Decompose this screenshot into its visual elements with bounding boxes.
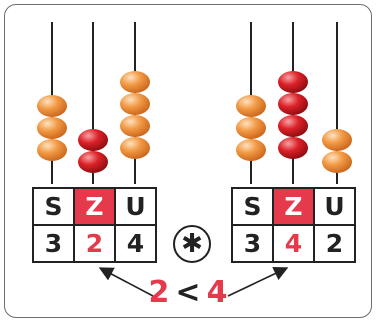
digit-cell-z: 4 bbox=[272, 224, 315, 263]
bead-orange bbox=[120, 137, 150, 159]
header-cell-z: Z bbox=[73, 187, 116, 226]
bead-orange bbox=[37, 95, 67, 117]
bead-orange bbox=[236, 95, 266, 117]
bead-orange bbox=[236, 139, 266, 161]
comparison-symbol-circle: ✱ bbox=[173, 225, 211, 263]
comparison-left-number: 2 bbox=[148, 275, 170, 310]
right-abacus bbox=[236, 22, 352, 184]
place-value-table-left: S Z U 3 2 4 bbox=[32, 187, 157, 263]
bead-red bbox=[278, 93, 308, 115]
header-cell-z: Z bbox=[272, 187, 315, 226]
bead-orange bbox=[120, 115, 150, 137]
left-abacus bbox=[37, 22, 150, 184]
arrow-right bbox=[227, 267, 289, 297]
bead-orange bbox=[120, 71, 150, 93]
bead-red bbox=[278, 137, 308, 159]
bead-red bbox=[278, 71, 308, 93]
comparison-operator: < bbox=[175, 275, 201, 310]
digit-row: 3 4 2 bbox=[231, 224, 356, 263]
bead-orange bbox=[120, 93, 150, 115]
bead-orange bbox=[37, 139, 67, 161]
header-cell-u: U bbox=[114, 187, 157, 226]
bead-orange bbox=[322, 129, 352, 151]
header-cell-s: S bbox=[231, 187, 274, 226]
bead-red bbox=[278, 115, 308, 137]
digit-row: 3 2 4 bbox=[32, 224, 157, 263]
exercise-frame bbox=[4, 4, 372, 318]
digit-cell-z: 2 bbox=[73, 224, 116, 263]
bead-red bbox=[78, 129, 108, 151]
digit-cell-u: 2 bbox=[313, 224, 356, 263]
place-value-table-right: S Z U 3 4 2 bbox=[231, 187, 356, 263]
header-row: S Z U bbox=[231, 187, 356, 226]
comparison-result: 2<4 bbox=[140, 276, 236, 310]
comparison-right-number: 4 bbox=[206, 275, 228, 310]
digit-cell-s: 3 bbox=[32, 224, 75, 263]
arrow-left bbox=[98, 267, 154, 297]
bead-orange bbox=[236, 117, 266, 139]
digit-cell-s: 3 bbox=[231, 224, 274, 263]
bead-orange bbox=[37, 117, 67, 139]
header-row: S Z U bbox=[32, 187, 157, 226]
header-cell-u: U bbox=[313, 187, 356, 226]
bead-orange bbox=[322, 151, 352, 173]
bead-red bbox=[78, 151, 108, 173]
header-cell-s: S bbox=[32, 187, 75, 226]
digit-cell-u: 4 bbox=[114, 224, 157, 263]
